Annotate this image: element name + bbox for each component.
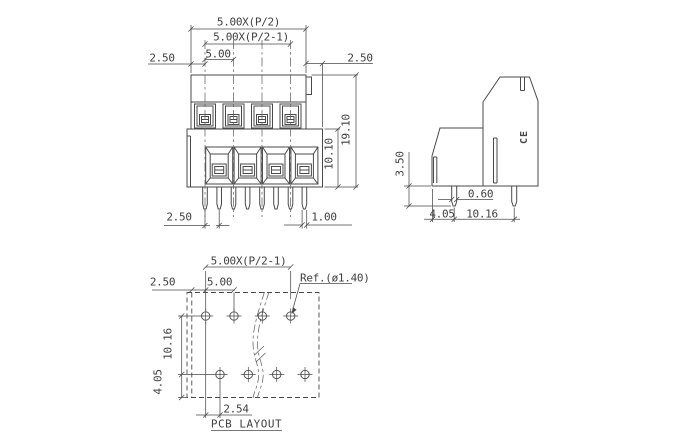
front-dim-pin-width: 1.00 <box>311 210 337 224</box>
side-dimensions <box>404 152 520 223</box>
side-dim-pin-length: 3.50 <box>393 151 406 177</box>
front-dim-offset-top-right: 2.50 <box>347 51 373 64</box>
side-view-linework <box>431 76 539 207</box>
side-dim-pin-thickness: 0.60 <box>467 187 494 201</box>
pcb-dim-pitch: 5.00 <box>206 275 233 288</box>
pcb-dim-pitch-span: 5.00X(P/2-1) <box>210 254 287 268</box>
front-dim-pitch-total: 5.00X(P/2) <box>216 15 281 28</box>
front-center-lines <box>204 40 291 217</box>
side-dim-pin-offset: 4.05 <box>429 207 455 221</box>
side-pins <box>451 186 518 207</box>
front-view-linework <box>186 74 323 210</box>
front-dim-height-lower: 10.10 <box>322 138 336 170</box>
pcb-hole-ref-label: Ref.(ø1.40) <box>300 271 370 284</box>
front-dimensions <box>148 25 373 229</box>
pcb-dim-edge-margin: 4.05 <box>151 368 165 395</box>
pcb-layout-caption: PCB LAYOUT <box>210 417 283 430</box>
ce-mark: CE <box>518 129 530 144</box>
front-dim-pitch: 5.00 <box>205 47 231 60</box>
side-dim-row-pitch: 10.16 <box>466 207 498 221</box>
pcb-holes <box>198 308 313 382</box>
pcb-hole-row-top <box>198 308 299 324</box>
upper-terminal-row <box>194 103 302 129</box>
front-dim-height-total: 19.10 <box>339 114 352 146</box>
pcb-dim-stagger: 2.54 <box>223 402 249 415</box>
front-dim-pitch-span: 5.00X(P/2-1) <box>213 30 289 44</box>
pcb-outline <box>186 292 320 398</box>
pcb-break-lines <box>252 291 270 399</box>
front-pins <box>202 187 308 210</box>
pcb-dimensions <box>152 264 352 431</box>
front-dim-pin-gap: 2.50 <box>166 210 192 224</box>
pcb-dim-edge-offset: 2.50 <box>149 275 176 288</box>
front-dim-offset-top-left: 2.50 <box>149 51 175 65</box>
lower-terminal-row <box>205 146 319 185</box>
pcb-dim-row-pitch: 10.16 <box>161 328 175 360</box>
pcb-hole-row-bottom <box>212 367 313 382</box>
